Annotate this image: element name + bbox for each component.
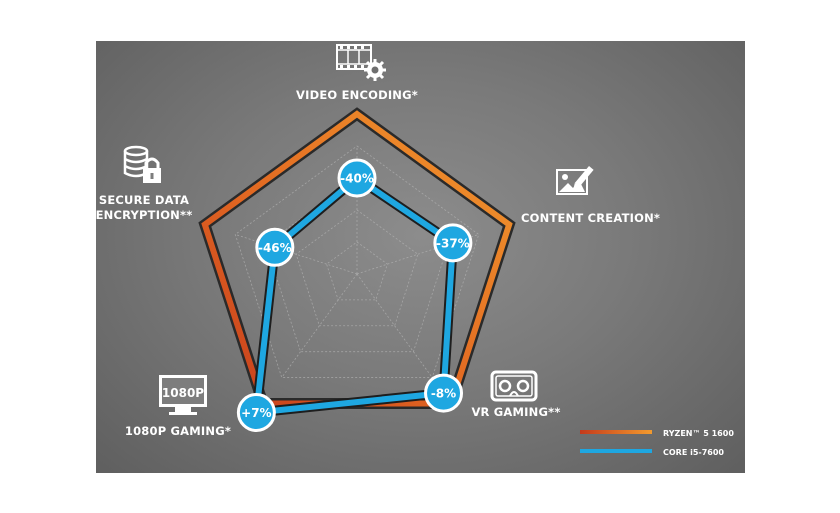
chart-panel: -40% -37% -8% +7% -46%: [96, 41, 745, 473]
grid-ring: [234, 145, 480, 378]
data-label-text: -40%: [340, 172, 374, 186]
data-label-badge: [337, 158, 377, 198]
legend: RYZEN™ 5 1600 CORE i5-7600: [580, 429, 734, 457]
grid-ring: [295, 209, 419, 327]
grid-ring: [326, 241, 388, 301]
image-pencil-icon: [556, 166, 594, 195]
data-label-3: +7%: [236, 393, 276, 433]
data-label-0: -40%: [337, 158, 377, 198]
grid-spoke: [281, 273, 358, 378]
data-label-badge: [433, 223, 473, 263]
grid-spoke: [356, 273, 433, 378]
axis-label-secure-data-line1: SECURE DATA: [99, 193, 189, 207]
data-label-badge: [236, 393, 276, 433]
vr-headset-icon: [490, 370, 538, 402]
data-label-4: -46%: [255, 227, 295, 267]
grid-spoke: [356, 234, 479, 275]
data-label-badge: [255, 227, 295, 267]
data-label-text: +7%: [241, 406, 271, 420]
radar-chart: -40% -37% -8% +7% -46%: [96, 44, 734, 457]
data-label-badge: [424, 373, 464, 413]
data-label-1: -37%: [433, 223, 473, 263]
data-label-2: -8%: [424, 373, 464, 413]
data-label-text: -37%: [436, 236, 470, 250]
legend-label-core: CORE i5-7600: [663, 448, 724, 457]
axis-label-vr-gaming: VR GAMING**: [471, 405, 560, 419]
data-label-text: -46%: [258, 241, 292, 255]
monitor-1080p-icon: 1080P: [159, 375, 207, 415]
axis-label-video-encoding: VIDEO ENCODING*: [296, 88, 418, 102]
film-gear-icon: [336, 44, 386, 81]
axis-label-1080p-gaming: 1080P GAMING*: [125, 424, 231, 438]
data-label-text: -8%: [431, 387, 456, 401]
axis-label-content-creation: CONTENT CREATION*: [521, 211, 660, 225]
legend-swatch-ryzen: [580, 430, 652, 434]
monitor-1080p-text: 1080P: [162, 386, 204, 400]
axis-label-secure-data-line2: ENCRYPTION**: [96, 208, 192, 222]
radar-grid: [234, 145, 480, 378]
legend-label-ryzen: RYZEN™ 5 1600: [663, 429, 734, 438]
database-lock-icon: [123, 145, 161, 183]
grid-spoke: [235, 234, 358, 275]
legend-swatch-core: [580, 449, 652, 453]
